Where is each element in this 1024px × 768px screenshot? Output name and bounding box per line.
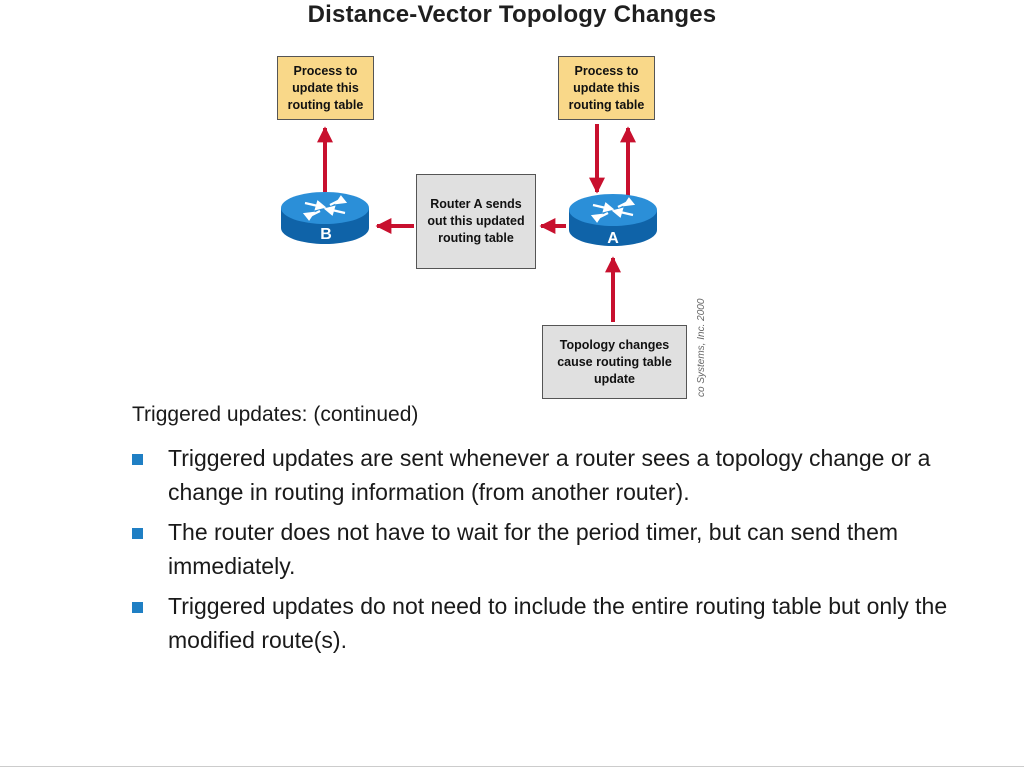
bullet-item: Triggered updates are sent whenever a ro… <box>130 441 990 509</box>
topology-change-box: Topology changes cause routing table upd… <box>542 325 687 399</box>
router-b-label: B <box>320 226 332 243</box>
router-b-icon <box>281 192 369 244</box>
footer-divider <box>0 766 1024 767</box>
process-box-a: Process to update this routing table <box>558 56 655 120</box>
router-a-icon <box>569 194 657 246</box>
diagram-arrows <box>281 124 657 322</box>
bullet-text: The router does not have to wait for the… <box>168 519 899 579</box>
bullet-item: Triggered updates do not need to include… <box>130 589 990 657</box>
bullet-square-icon <box>132 454 143 465</box>
router-a-label: A <box>607 230 619 247</box>
sends-update-box: Router A sends out this updated routing … <box>416 174 536 269</box>
bullet-item: The router does not have to wait for the… <box>130 515 990 583</box>
bullet-text: Triggered updates are sent whenever a ro… <box>168 445 931 505</box>
bullet-list: Triggered updates are sent whenever a ro… <box>130 441 990 663</box>
copyright-text: co Systems, Inc. 2000 <box>696 298 707 397</box>
intro-text: Triggered updates: (continued) <box>132 403 419 426</box>
bullet-text: Triggered updates do not need to include… <box>168 593 948 653</box>
bullet-square-icon <box>132 602 143 613</box>
process-box-b: Process to update this routing table <box>277 56 374 120</box>
slide-title: Distance-Vector Topology Changes <box>307 1 717 28</box>
bullet-square-icon <box>132 528 143 539</box>
